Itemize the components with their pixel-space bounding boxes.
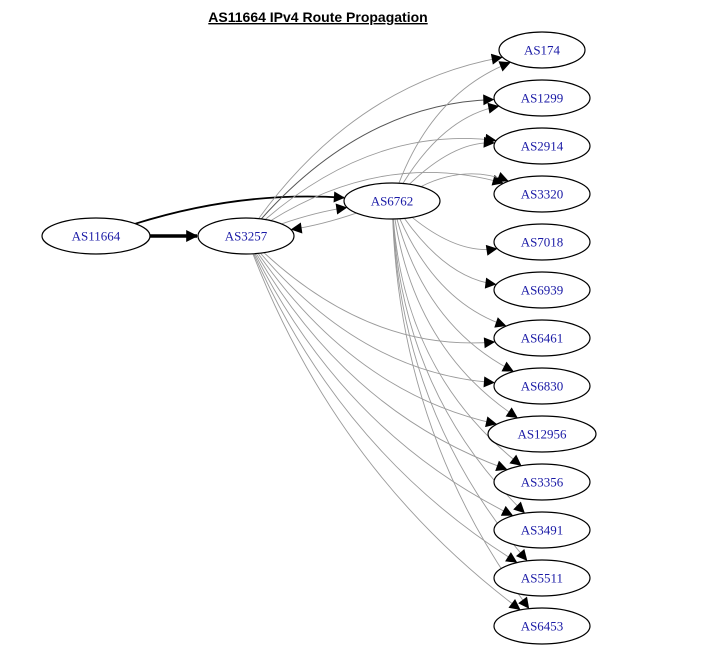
node-as3491[interactable]: AS3491 bbox=[493, 511, 591, 549]
edge-as3257-to-as3491 bbox=[254, 253, 514, 516]
node-label: AS174 bbox=[524, 43, 561, 58]
node-ellipse bbox=[197, 217, 295, 255]
node-ellipse bbox=[493, 79, 591, 117]
node-ellipse bbox=[487, 415, 597, 453]
node-as5511[interactable]: AS5511 bbox=[493, 559, 591, 597]
edge-as6762-to-as5511 bbox=[392, 218, 528, 561]
node-as6830[interactable]: AS6830 bbox=[493, 367, 591, 405]
node-as7018[interactable]: AS7018 bbox=[493, 223, 591, 261]
node-label: AS1299 bbox=[521, 91, 564, 106]
node-label: AS3491 bbox=[521, 523, 564, 538]
node-label: AS6939 bbox=[521, 283, 564, 298]
node-as6939[interactable]: AS6939 bbox=[493, 271, 591, 309]
edge-as3257-to-as6762 bbox=[281, 203, 348, 225]
node-label: AS6830 bbox=[521, 379, 564, 394]
node-as11664[interactable]: AS11664 bbox=[41, 217, 151, 255]
node-as3356[interactable]: AS3356 bbox=[493, 463, 591, 501]
edge-as6762-to-as12956 bbox=[394, 218, 518, 419]
edge-as6762-to-as174 bbox=[398, 61, 511, 184]
node-ellipse bbox=[493, 607, 591, 645]
node-ellipse bbox=[493, 559, 591, 597]
edge-as6762-to-as3257 bbox=[290, 212, 357, 234]
node-label: AS3257 bbox=[225, 229, 268, 244]
node-label: AS12956 bbox=[517, 427, 567, 442]
node-label: AS11664 bbox=[72, 229, 121, 244]
node-as3320[interactable]: AS3320 bbox=[493, 175, 591, 213]
node-ellipse bbox=[493, 271, 591, 309]
node-ellipse bbox=[493, 127, 591, 165]
edge-as6762-to-as6453 bbox=[392, 218, 530, 609]
edges-layer bbox=[135, 53, 530, 610]
node-as6762[interactable]: AS6762 bbox=[343, 182, 441, 220]
node-as6461[interactable]: AS6461 bbox=[493, 319, 591, 357]
edge-as3257-to-as174 bbox=[258, 53, 503, 219]
edge-as3257-to-as12956 bbox=[257, 253, 497, 428]
node-label: AS5511 bbox=[521, 571, 563, 586]
node-as12956[interactable]: AS12956 bbox=[487, 415, 597, 453]
node-ellipse bbox=[493, 367, 591, 405]
node-ellipse bbox=[498, 31, 586, 69]
edge-as3257-to-as6830 bbox=[260, 252, 495, 388]
edge-as6762-to-as6461 bbox=[399, 218, 507, 328]
node-ellipse bbox=[343, 182, 441, 220]
edge-as3257-to-as5511 bbox=[253, 253, 518, 563]
edge-as3257-to-as3356 bbox=[255, 253, 508, 472]
node-ellipse bbox=[493, 511, 591, 549]
node-ellipse bbox=[493, 463, 591, 501]
graph-title-group: AS11664 IPv4 Route Propagation bbox=[208, 9, 427, 25]
nodes-layer: AS11664 AS3257 AS6762 AS174AS1299AS2914AS33… bbox=[41, 31, 597, 645]
edge-as6762-to-as2914 bbox=[409, 136, 495, 185]
edge-as3257-to-as3320 bbox=[270, 171, 504, 221]
edge-as6762-to-as6939 bbox=[404, 218, 497, 289]
edge-as6762-to-as1299 bbox=[402, 102, 500, 184]
node-as6453[interactable]: AS6453 bbox=[493, 607, 591, 645]
node-label: AS3320 bbox=[521, 187, 564, 202]
node-label: AS7018 bbox=[521, 235, 564, 250]
node-as1299[interactable]: AS1299 bbox=[493, 79, 591, 117]
node-ellipse bbox=[493, 223, 591, 261]
node-label: AS2914 bbox=[521, 139, 564, 154]
edge-as6762-to-as6830 bbox=[396, 218, 514, 372]
edge-as3257-to-as6453 bbox=[252, 253, 521, 610]
node-label: AS6453 bbox=[521, 619, 564, 634]
edge-as6762-to-as7018 bbox=[411, 216, 498, 256]
edge-as3257-to-as2914 bbox=[264, 133, 497, 220]
node-ellipse bbox=[493, 319, 591, 357]
node-as2914[interactable]: AS2914 bbox=[493, 127, 591, 165]
node-label: AS3356 bbox=[521, 475, 564, 490]
graph-title: AS11664 IPv4 Route Propagation bbox=[208, 9, 427, 25]
node-as3257[interactable]: AS3257 bbox=[197, 217, 295, 255]
edge-as11664-to-as6762 bbox=[135, 191, 345, 225]
edge-as3257-to-as1299 bbox=[260, 94, 495, 220]
edge-as6762-to-as3320 bbox=[420, 172, 509, 188]
node-label: AS6762 bbox=[371, 194, 414, 209]
edge-as3257-to-as6461 bbox=[263, 252, 496, 349]
node-label: AS6461 bbox=[521, 331, 564, 346]
node-ellipse bbox=[41, 217, 151, 255]
node-ellipse bbox=[493, 175, 591, 213]
node-as174[interactable]: AS174 bbox=[498, 31, 586, 69]
